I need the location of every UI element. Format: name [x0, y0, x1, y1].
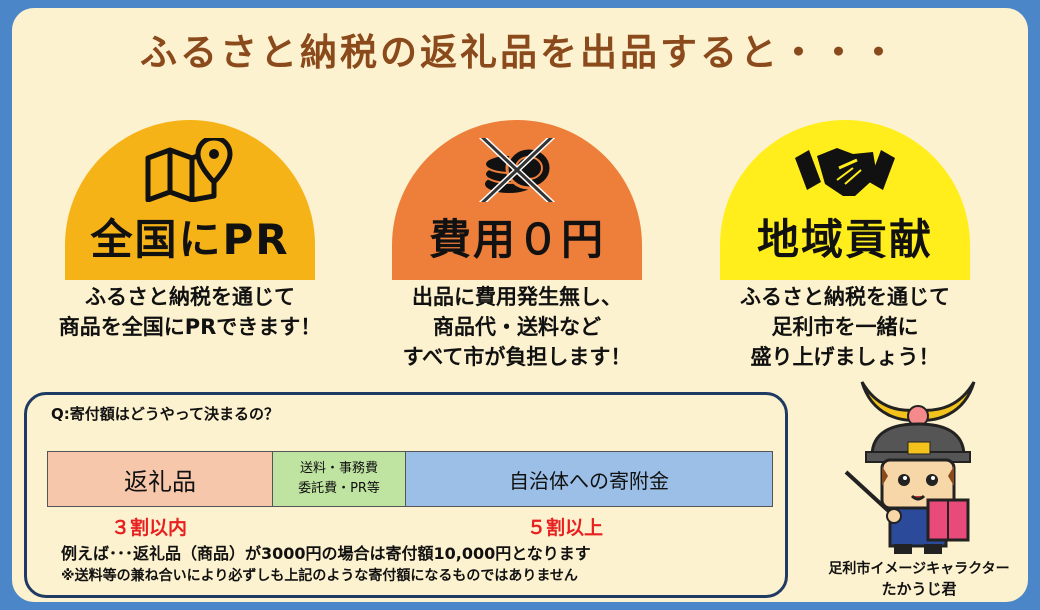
segment-return-gift: 返礼品 [48, 452, 272, 506]
handshake-icon [795, 148, 895, 196]
segment-municipality: 自治体への寄附金 [406, 452, 772, 506]
benefit-cost-description: 出品に費用発生無し、 商品代・送料など すべて市が負担します！ [402, 285, 632, 369]
benefit-cost-heading: 費用０円 [428, 215, 605, 264]
donation-breakdown-bar: 返礼品 送料・事務費 委託費・PR等 自治体への寄附金 [47, 451, 773, 507]
donation-qa-box: Q:寄付額はどうやって決まるの？ 返礼品 送料・事務費 委託費・PR等 自治体へ… [24, 392, 788, 598]
percent-municipality: ５割以上 [527, 517, 604, 539]
qa-question: Q:寄付額はどうやって決まるの？ [51, 405, 280, 423]
page-title: ふるさと納税の返礼品を出品すると・・・ [140, 31, 900, 74]
segment-fees: 送料・事務費 委託費・PR等 [272, 452, 406, 506]
benefit-community-heading: 地域貢献 [756, 215, 933, 264]
benefit-community-circle: 地域貢献 [720, 120, 970, 280]
mascot-caption: 足利市イメージキャラクター [828, 561, 1010, 577]
mascot-name: たかうじ君 [881, 580, 957, 598]
benefit-pr-heading: 全国にPR [90, 215, 290, 264]
benefit-pr-description: ふるさと納税を通じて 商品を全国にPRできます！ [58, 285, 322, 339]
crossed-coins-icon [478, 138, 556, 202]
mascot-illustration [844, 381, 976, 554]
percent-return-gift: ３割以内 [111, 517, 188, 539]
map-pin-icon [145, 138, 233, 202]
qa-example: 例えば･･･返礼品（商品）が3000円の場合は寄付額10,000円となります [61, 544, 591, 563]
benefit-community-description: ふるさと納税を通じて 足利市を一緒に 盛り上げましょう！ [740, 285, 950, 369]
qa-note: ※送料等の兼ね合いにより必ずしも上記のような寄付額になるものではありません [61, 568, 578, 584]
